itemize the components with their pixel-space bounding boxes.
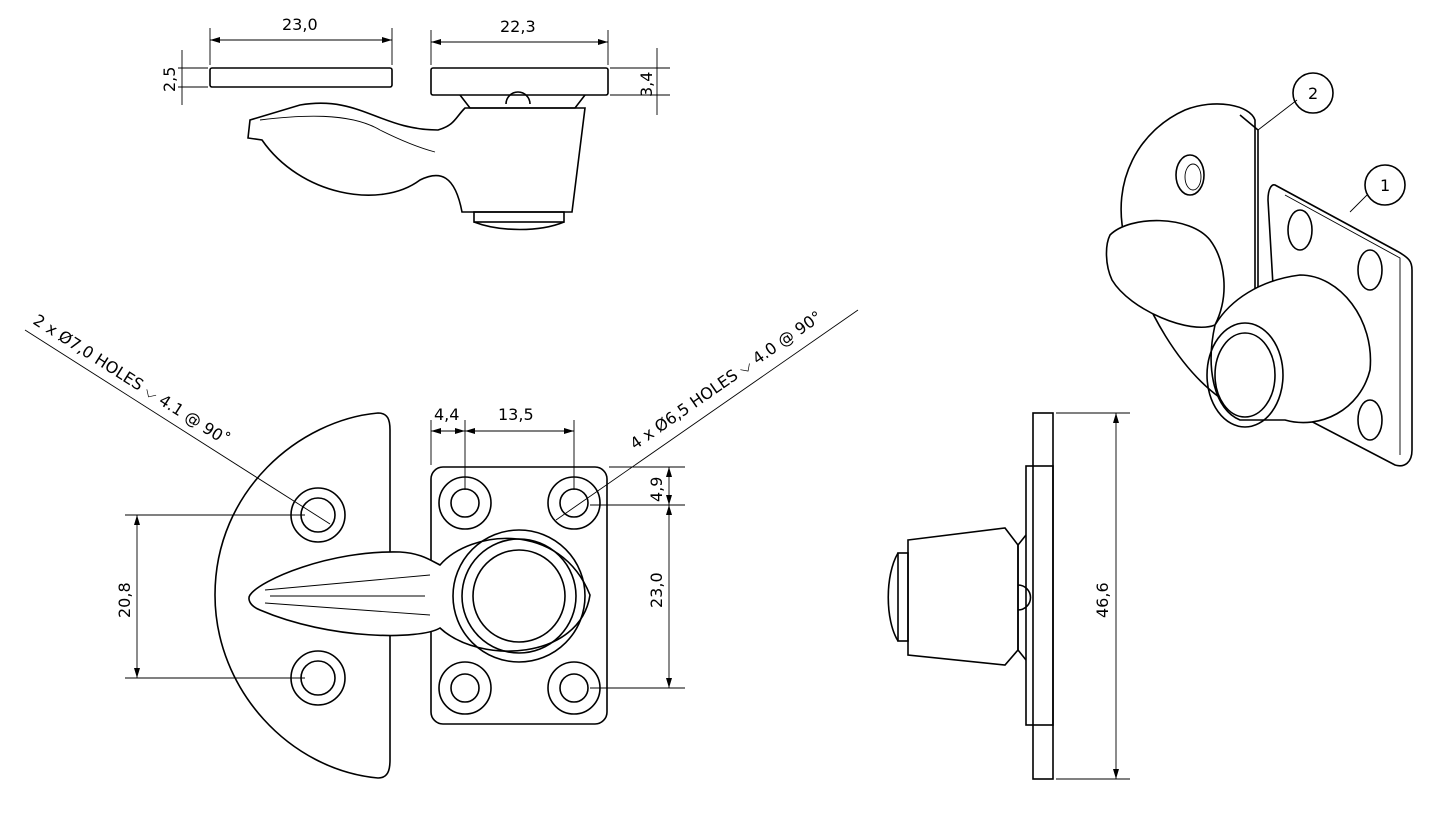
dim-top-right-width: 22,3 (500, 17, 536, 36)
balloon-1-label: 1 (1380, 176, 1390, 195)
dim-top-right-thickness: 3,4 (637, 72, 656, 97)
balloon-2 (1292, 72, 1334, 114)
dim-left-hole-spacing: 20,8 (115, 582, 134, 618)
dim-overall-height: 46,6 (1093, 582, 1112, 618)
dim-hole-spacing-vertical: 23,0 (647, 572, 666, 608)
balloon-2-label: 2 (1308, 84, 1318, 103)
callout-right-holes: 4 x Ø6,5 HOLES ⌵ 4.0 @ 90° (626, 307, 825, 453)
dim-top-left-thickness: 2,5 (160, 67, 179, 92)
top-view: 23,0 22,3 2,5 3,4 (160, 15, 670, 231)
dim-edge-offset-vertical: 4,9 (647, 477, 666, 502)
dim-top-left-width: 23,0 (282, 15, 318, 34)
front-view: 2 x Ø7,0 HOLES ⌵ 4.1 @ 90˚ 4 x Ø6,5 HOLE… (24, 307, 859, 779)
side-view: 46,6 (887, 412, 1130, 780)
dim-edge-offset: 4,4 (434, 405, 459, 424)
callout-left-holes: 2 x Ø7,0 HOLES ⌵ 4.1 @ 90˚ (30, 310, 233, 449)
balloon-1 (1364, 164, 1406, 206)
dim-hole-spacing-horizontal: 13,5 (498, 405, 534, 424)
isometric-view: 2 1 (1105, 72, 1413, 467)
